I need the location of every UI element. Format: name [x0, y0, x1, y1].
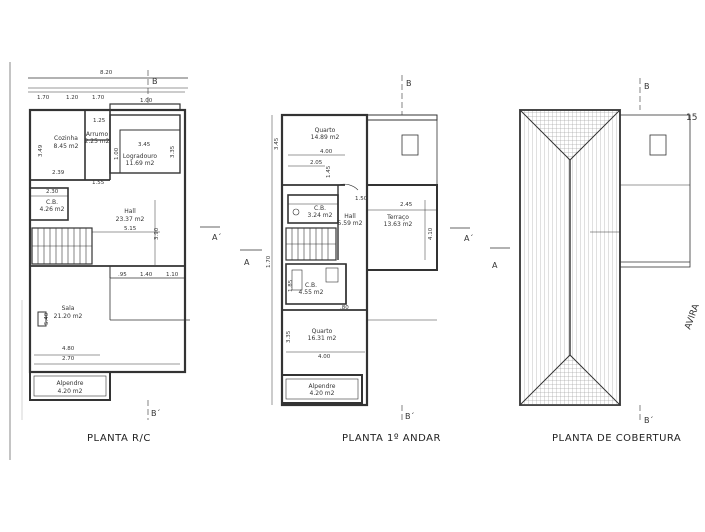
room-area: 16.31 m2 — [308, 335, 337, 342]
dim-label: 2.39 — [52, 170, 65, 176]
dim-label: 3.35 — [286, 330, 292, 343]
dim-label: 3.49 — [38, 144, 44, 157]
section-marks: B B´ B B´ B B´ A´ A A´ A — [151, 77, 654, 425]
room-name: Alpendre — [309, 383, 336, 390]
dim-label: 1.70 — [266, 255, 272, 268]
dim-label: 4.00 — [320, 149, 333, 155]
room-name: C.B. — [305, 282, 317, 289]
room-area: 4.26 m2 — [40, 206, 65, 213]
caption-ground-floor: PLANTA R/C — [87, 433, 151, 444]
dim-label: 1.70 — [37, 95, 50, 101]
dim-label: .95 — [118, 272, 127, 278]
margin-note: AVIRA — [683, 302, 702, 331]
caption-first-floor: PLANTA 1º ANDAR — [342, 433, 441, 444]
dim-label: 2.05 — [310, 160, 323, 166]
section-mark-b: B — [644, 82, 650, 91]
room-name: Cozinha — [54, 135, 78, 142]
ground-floor-plan — [28, 70, 220, 420]
first-floor-plan — [240, 75, 470, 420]
room-area: 5.59 m2 — [338, 220, 363, 227]
room-area: 21.20 m2 — [54, 313, 83, 320]
dim-label: 1.45 — [326, 165, 332, 178]
room-area: 8.45 m2 — [54, 143, 79, 150]
section-mark-b-prime: B´ — [151, 408, 161, 418]
room-area: 4.20 m2 — [310, 390, 335, 397]
section-mark-a: A — [244, 258, 250, 267]
room-name: C.B. — [314, 205, 326, 212]
room-name: Logradouro — [123, 153, 157, 160]
section-mark-a: A — [492, 261, 498, 270]
room-name: Terraço — [386, 214, 409, 221]
room-area: 4.55 m2 — [299, 289, 324, 296]
room-area: 23.37 m2 — [116, 216, 145, 223]
section-mark-a-prime: A´ — [212, 232, 221, 242]
section-mark-b: B — [406, 79, 412, 88]
dim-label: 1.00 — [140, 98, 153, 104]
room-name: Alpendre — [57, 380, 84, 387]
dim-label: 1.55 — [92, 180, 105, 186]
dim-label: 2.45 — [400, 202, 413, 208]
section-mark-a-prime: A´ — [464, 233, 473, 243]
room-area: 4.20 m2 — [58, 388, 83, 395]
dim-label: 3.45 — [274, 137, 280, 150]
dim-label: .80 — [340, 305, 349, 311]
room-name: Hall — [124, 208, 136, 215]
dim-label: 1.00 — [114, 147, 120, 160]
room-name: Quarto — [315, 127, 336, 134]
dim-label: 4.00 — [318, 354, 331, 360]
section-mark-b-prime: B´ — [644, 415, 654, 425]
dim-label: 5.15 — [124, 226, 137, 232]
dim-label: 3.90 — [154, 227, 160, 240]
dim-label: 1.25 — [93, 118, 106, 124]
dim-label: 1.50 — [355, 196, 368, 202]
margin-note: 15 — [686, 113, 697, 123]
room-area: 2.25 m2 — [85, 138, 110, 145]
dim-overall: 8.20 — [100, 70, 113, 76]
caption-roof: PLANTA DE COBERTURA — [552, 433, 682, 444]
dim-label: 2.70 — [62, 356, 75, 362]
dim-label: 5.40 — [44, 312, 50, 325]
dim-label: 3.45 — [138, 142, 151, 148]
dim-label: 4.10 — [428, 227, 434, 240]
dim-label: 1.10 — [166, 272, 179, 278]
dim-label: 1.70 — [92, 95, 105, 101]
room-name: Hall — [344, 213, 356, 220]
dim-label: 1.20 — [66, 95, 79, 101]
room-area: 14.89 m2 — [311, 134, 340, 141]
dim-label: 4.80 — [62, 346, 75, 352]
room-name: Quarto — [312, 328, 333, 335]
section-mark-b: B — [152, 77, 158, 86]
dim-label: 2.30 — [46, 189, 59, 195]
room-name: Arrumo — [86, 131, 109, 138]
room-area: 11.69 m2 — [126, 160, 155, 167]
roof-plan — [490, 78, 691, 420]
section-mark-b-prime: B´ — [405, 411, 415, 421]
dim-label: 1.40 — [140, 272, 153, 278]
room-name: Sala — [62, 305, 75, 312]
room-area: 3.24 m2 — [308, 212, 333, 219]
dim-label: 1.85 — [288, 279, 294, 292]
dim-label: 3.35 — [170, 145, 176, 158]
room-area: 13.63 m2 — [384, 221, 413, 228]
room-name: C.B. — [46, 199, 58, 206]
